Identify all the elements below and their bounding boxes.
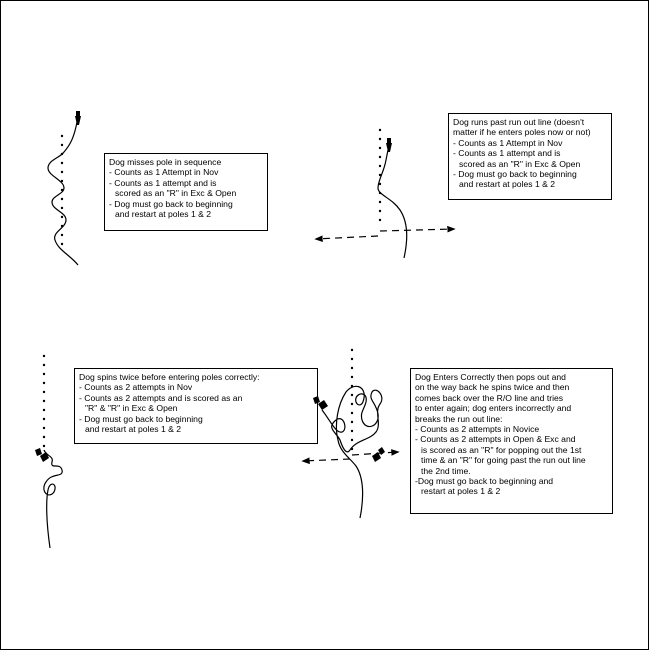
note-line: - Dog must go back to beginning (453, 169, 577, 180)
dog-icon (75, 111, 81, 125)
note-pops-out: Dog Enters Correctly then pops out and o… (410, 368, 613, 514)
note-line: and restart at poles 1 & 2 (85, 424, 182, 435)
dog-path (321, 385, 383, 519)
note-line: is scored as an "R" for popping out the … (421, 444, 582, 455)
scenario-missed-pole (47, 111, 81, 266)
dog-path (47, 121, 79, 266)
note-line: matter if he enters poles now or not) (453, 127, 591, 138)
note-line: "R" & "R" in Exc & Open (85, 403, 178, 414)
weave-poles (378, 128, 382, 222)
note-line: - Counts as 1 Attempt in Nov (109, 167, 219, 178)
note-line: Dog runs past run out line (doesn't (453, 117, 585, 127)
dog-path (43, 449, 63, 549)
note-spins-twice: Dog spins twice before entering poles co… (74, 368, 318, 444)
run-out-line-left (301, 457, 351, 465)
dog-icon (313, 396, 328, 410)
note-line: Dog misses pole in sequence (109, 157, 222, 167)
note-line: - Counts as 2 attempts in Open & Exc and (415, 434, 576, 445)
scenario-spins-twice (35, 354, 63, 549)
note-line: - Counts as 2 attempts and is scored as … (79, 392, 243, 403)
dog-icon (386, 138, 392, 152)
dog-icon (372, 447, 385, 462)
note-line: scored as an "R" in Exc & Open (115, 188, 237, 199)
note-line: - Counts as 1 attempt and is (453, 148, 561, 159)
note-line: breaks the run out line: (415, 413, 503, 424)
scenario-pops-out (301, 348, 400, 519)
note-line: - Counts as 1 attempt and is (109, 177, 217, 188)
run-out-line-right (351, 449, 400, 456)
weave-poles (60, 134, 64, 246)
note-line: - Counts as 2 attempts in Nov (79, 382, 193, 393)
note-line: Dog spins twice before entering poles co… (79, 372, 260, 382)
note-line: and restart at poles 1 & 2 (115, 209, 212, 220)
note-line: restart at poles 1 & 2 (421, 486, 501, 497)
note-line: - Dog must go back to beginning (109, 198, 233, 209)
note-line: - Dog must go back to beginning (79, 413, 203, 424)
note-line: comes back over the R/O line and tries (415, 392, 564, 403)
note-line: - Counts as 1 Attempt in Nov (453, 137, 563, 148)
note-line: the 2nd time. (421, 465, 471, 476)
note-line: to enter again; dog enters incorrectly a… (415, 403, 572, 414)
note-line: - Counts as 2 attempts in Novice (415, 424, 540, 435)
dog-icon (35, 448, 49, 462)
dog-path (377, 149, 408, 259)
scenario-run-out-line (314, 128, 456, 259)
note-line: time & an "R" for going past the run out… (421, 455, 586, 466)
note-line: Dog Enters Correctly then pops out and (415, 372, 566, 382)
note-line: -Dog must go back to beginning and (415, 476, 554, 487)
note-line: and restart at poles 1 & 2 (459, 179, 556, 190)
note-line: on the way back he spins twice and then (415, 382, 570, 393)
run-out-line-left (314, 235, 379, 243)
note-run-out-line: Dog runs past run out line (doesn't matt… (448, 113, 612, 200)
note-missed-pole: Dog misses pole in sequence - Counts as … (104, 153, 268, 231)
note-line: scored as an "R" in Exc & Open (459, 158, 581, 169)
weave-poles (42, 354, 46, 448)
run-out-line-right (379, 225, 456, 233)
weave-poles (350, 348, 354, 451)
